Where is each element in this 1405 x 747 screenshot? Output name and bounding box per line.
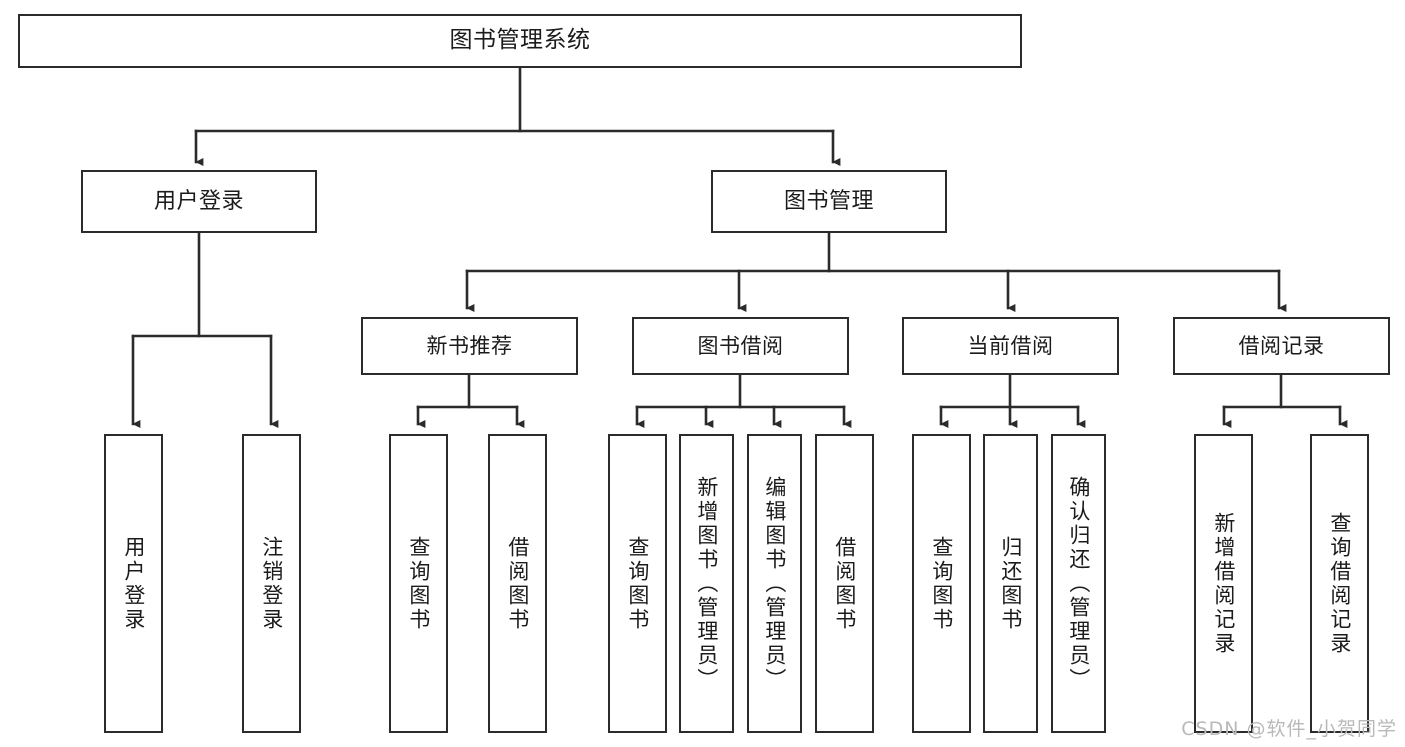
node-book-borrow-label: 图书借阅 [697, 333, 784, 358]
node-leaf-add-book-label: 新增图书（管理员） [694, 475, 719, 692]
node-leaf-add-book[interactable]: 新增图书（管理员） [679, 434, 734, 733]
watermark: CSDN @软件_小贺同学 [1181, 718, 1397, 740]
node-leaf-borrow-book-1[interactable]: 借阅图书 [488, 434, 547, 733]
node-leaf-query-book-1[interactable]: 查询图书 [389, 434, 448, 733]
node-leaf-logout-login-label: 注销登录 [259, 535, 284, 632]
node-leaf-confirm-return[interactable]: 确认归还（管理员） [1051, 434, 1106, 733]
node-leaf-logout-login[interactable]: 注销登录 [242, 434, 301, 733]
node-leaf-borrow-book-2-label: 借阅图书 [832, 535, 857, 632]
node-book-borrow[interactable]: 图书借阅 [632, 317, 849, 375]
node-leaf-borrow-book-1-label: 借阅图书 [505, 535, 530, 632]
node-leaf-add-record[interactable]: 新增借阅记录 [1194, 434, 1253, 733]
node-leaf-return-book-label: 归还图书 [998, 535, 1023, 632]
node-borrow-record[interactable]: 借阅记录 [1173, 317, 1390, 375]
node-leaf-query-book-1-label: 查询图书 [406, 535, 431, 632]
node-leaf-query-book-3-label: 查询图书 [929, 535, 954, 632]
node-book-manage-label: 图书管理 [783, 188, 874, 214]
node-root[interactable]: 图书管理系统 [18, 14, 1022, 68]
node-borrow-record-label: 借阅记录 [1238, 333, 1325, 358]
node-current-borrow-label: 当前借阅 [967, 333, 1054, 358]
node-leaf-user-login[interactable]: 用户登录 [104, 434, 163, 733]
node-leaf-query-book-3[interactable]: 查询图书 [912, 434, 971, 733]
node-book-manage[interactable]: 图书管理 [711, 170, 947, 233]
node-user-login-label: 用户登录 [153, 188, 244, 214]
node-leaf-edit-book[interactable]: 编辑图书（管理员） [747, 434, 802, 733]
node-user-login[interactable]: 用户登录 [81, 170, 317, 233]
node-root-label: 图书管理系统 [449, 27, 591, 54]
node-leaf-return-book[interactable]: 归还图书 [983, 434, 1038, 733]
node-new-book-recommend-label: 新书推荐 [426, 333, 513, 358]
node-new-book-recommend[interactable]: 新书推荐 [361, 317, 578, 375]
node-current-borrow[interactable]: 当前借阅 [902, 317, 1119, 375]
node-leaf-query-record[interactable]: 查询借阅记录 [1310, 434, 1369, 733]
node-leaf-confirm-return-label: 确认归还（管理员） [1066, 475, 1091, 692]
node-leaf-query-book-2-label: 查询图书 [625, 535, 650, 632]
node-leaf-edit-book-label: 编辑图书（管理员） [762, 475, 787, 692]
node-leaf-query-book-2[interactable]: 查询图书 [608, 434, 667, 733]
node-leaf-borrow-book-2[interactable]: 借阅图书 [815, 434, 874, 733]
node-leaf-query-record-label: 查询借阅记录 [1327, 511, 1352, 656]
node-leaf-user-login-label: 用户登录 [121, 535, 146, 632]
node-leaf-add-record-label: 新增借阅记录 [1211, 511, 1236, 656]
